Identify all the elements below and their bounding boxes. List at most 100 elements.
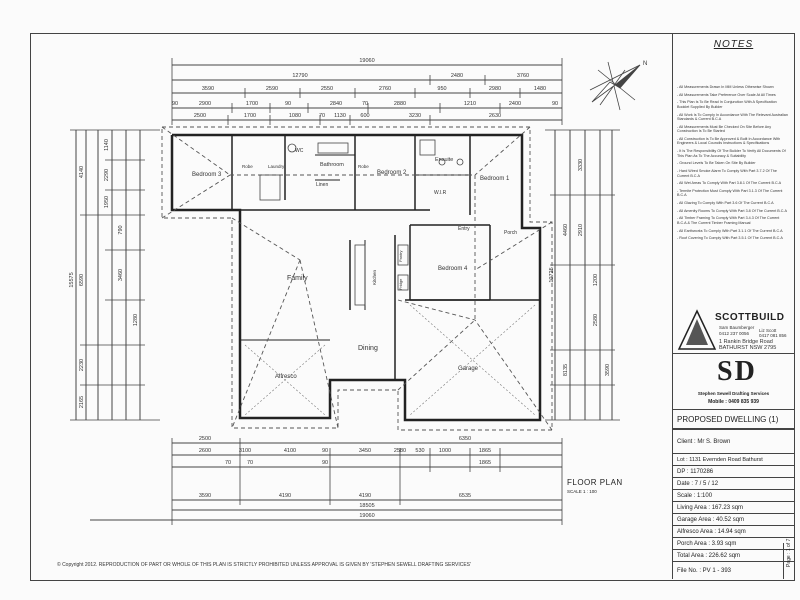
note-item: - All Construction Is To Be Approved & B… — [677, 136, 781, 146]
dim-bot-r4-2: 4190 — [279, 493, 291, 499]
note-item: - All Earthworks To Comply With Part 3.1… — [677, 228, 783, 233]
drafting-name: Stephen Sewell Drafting Services — [697, 391, 770, 396]
dim-bot-r4-1: 3590 — [199, 493, 211, 499]
room-pantry: Pantry — [398, 250, 403, 262]
lot-row: Lot : 1131 Evernden Road Bathurst — [673, 453, 794, 465]
dim-top-r3-6: 2980 — [489, 86, 501, 92]
note-item: - All Glazing To Comply With Part 3.6 Of… — [677, 201, 774, 206]
wc-fixture — [287, 143, 297, 153]
dim-top-r5-8: 2630 — [489, 113, 501, 119]
bath-fixture — [317, 142, 349, 154]
dim-top-r4-7: 2880 — [394, 101, 406, 107]
room-porch: Porch — [504, 230, 517, 236]
floor-plan-title: FLOOR PLAN — [567, 478, 623, 487]
dim-left-inner-1: 1140 — [104, 139, 110, 151]
dim-left-outer-4: 2165 — [79, 396, 85, 408]
file-no-row: File No. : PV 1 - 393 — [673, 561, 794, 579]
notes-title: NOTES — [713, 39, 754, 50]
page-number: Page : 1 of 7 — [786, 538, 792, 567]
floor-plan-scale: SCALE 1 : 100 — [567, 489, 597, 494]
room-alfresco: Alfresco — [275, 374, 297, 380]
room-bathroom: Bathroom — [320, 162, 344, 168]
room-bed4: Bedroom 4 — [438, 266, 468, 272]
dim-bot-r4-4: 6535 — [459, 493, 471, 499]
dim-right-inner-5: 3590 — [605, 364, 611, 376]
room-bed2: Bedroom 2 — [377, 170, 407, 176]
dim-left-inner-2: 2290 — [104, 169, 110, 181]
dim-bot-r3-3: 90 — [322, 460, 328, 466]
builder-address2: BATHURST NSW 2795 — [719, 345, 777, 351]
client-row: Client : Mr S. Brown — [673, 429, 794, 453]
room-bed1: Bedroom 1 — [480, 176, 510, 182]
room-garage: Garage — [458, 366, 479, 372]
note-item: - All Measurements Take Preference Over … — [677, 92, 776, 97]
note-item: - All Measurements Drawn In MM Unless Ot… — [677, 85, 774, 89]
dim-left-inner-4: 790 — [118, 225, 124, 234]
dim-top-r2-3: 3760 — [517, 73, 529, 79]
dim-bot-r1-2: 6350 — [459, 436, 471, 442]
note-item: - Hard Wired Smoke Alarm To Comply With … — [677, 169, 777, 178]
dim-right-inner-3: 1200 — [593, 274, 599, 286]
dim-bot-r2-5: 3450 — [359, 448, 371, 454]
dim-top-r4-3: 1700 — [246, 101, 258, 107]
dim-left-inner-6: 1280 — [133, 314, 139, 326]
dim-top-r3-5: 950 — [437, 86, 446, 92]
notes-list: - All Measurements Drawn In MM Unless Ot… — [677, 85, 789, 244]
svg-text:N: N — [643, 61, 647, 67]
builder-phone1: 0412 237 0056 — [719, 331, 750, 336]
dim-left-overall: 15575 — [69, 272, 75, 287]
dim-bot-r3-4: 1865 — [479, 460, 491, 466]
room-bed3: Bedroom 3 — [192, 172, 222, 178]
dim-bot-r2-1: 2600 — [199, 448, 211, 454]
drafting-logo-box: SD Stephen Sewell Drafting Services Mobi… — [673, 353, 794, 410]
dim-bot-r2-7: 530 — [415, 448, 424, 454]
dim-bot-r3-1: 70 — [225, 460, 231, 466]
builder-name: SCOTTBUILD — [715, 312, 785, 323]
dim-bot-r2-4: 90 — [322, 448, 328, 454]
dim-bot-overall: 18505 — [359, 503, 374, 509]
dp-row: DP : 1170286 — [673, 465, 794, 477]
room-robe-2: Robe — [358, 164, 369, 169]
dim-top-r4-9: 2400 — [509, 101, 521, 107]
dim-left-outer-1: 4140 — [79, 166, 85, 178]
note-item: - All Work Is To Comply In Accordance Wi… — [677, 112, 788, 122]
dim-bot-r1-1: 2500 — [199, 436, 211, 442]
proposed-dwelling: PROPOSED DWELLING (1) — [673, 409, 794, 429]
dim-top-r5-4: 70 — [319, 113, 325, 119]
note-item: - This Plan Is To Be Read In Conjunction… — [677, 100, 777, 109]
builder-logo-box: SCOTTBUILD Sam Baumberger 0412 237 0056 … — [673, 306, 794, 353]
dim-left-outer-3: 2230 — [79, 359, 85, 371]
dim-top-r4-5: 2840 — [330, 101, 342, 107]
sheet-border — [30, 33, 795, 581]
dim-right-inner-4: 2580 — [593, 314, 599, 326]
builder-logo-icon — [677, 309, 717, 350]
living-area-row: Living Area : 167.23 sqm — [673, 501, 794, 513]
room-fridge: Fridge — [398, 278, 403, 290]
dim-top-r3-7: 1480 — [534, 86, 546, 92]
dim-left-outer-2: 6590 — [79, 274, 85, 286]
dim-top-r4-1: 90 — [172, 101, 178, 107]
dim-left-inner-5: 3460 — [118, 269, 124, 281]
dim-top-r4-6: 70 — [362, 101, 368, 107]
date-row: Date : 7 / 5 / 12 — [673, 477, 794, 489]
dim-bot-r2-9: 1865 — [479, 448, 491, 454]
note-item: - It Is The Responsibility Of The Builde… — [677, 149, 786, 158]
dim-top-r2-2: 2480 — [451, 73, 463, 79]
dim-top-r5-5: 1130 — [334, 113, 346, 119]
drafting-logo: SD — [717, 356, 757, 387]
dim-top-r4-4: 90 — [285, 101, 291, 107]
dim-top-r5-2: 1700 — [244, 113, 256, 119]
room-wir: W.I.R — [434, 190, 447, 196]
dim-bot-r4-3: 4190 — [359, 493, 371, 499]
dim-right-inner-1: 3330 — [578, 159, 584, 171]
scale-row: Scale : 1:100 — [673, 489, 794, 501]
note-item: - All Measurements Must Be Checked On Si… — [677, 124, 772, 134]
dim-top-r5-7: 3230 — [409, 113, 421, 119]
dim-top-r3-1: 3590 — [202, 86, 214, 92]
dim-bot-r2-3: 4100 — [284, 448, 296, 454]
room-wc: WC — [295, 148, 304, 154]
note-item: - All Amenity Rooms To Comply With Part … — [677, 208, 787, 213]
alfresco-area-row: Alfresco Area : 14.94 sqm — [673, 525, 794, 537]
dim-right-inner-2: 2910 — [578, 224, 584, 236]
